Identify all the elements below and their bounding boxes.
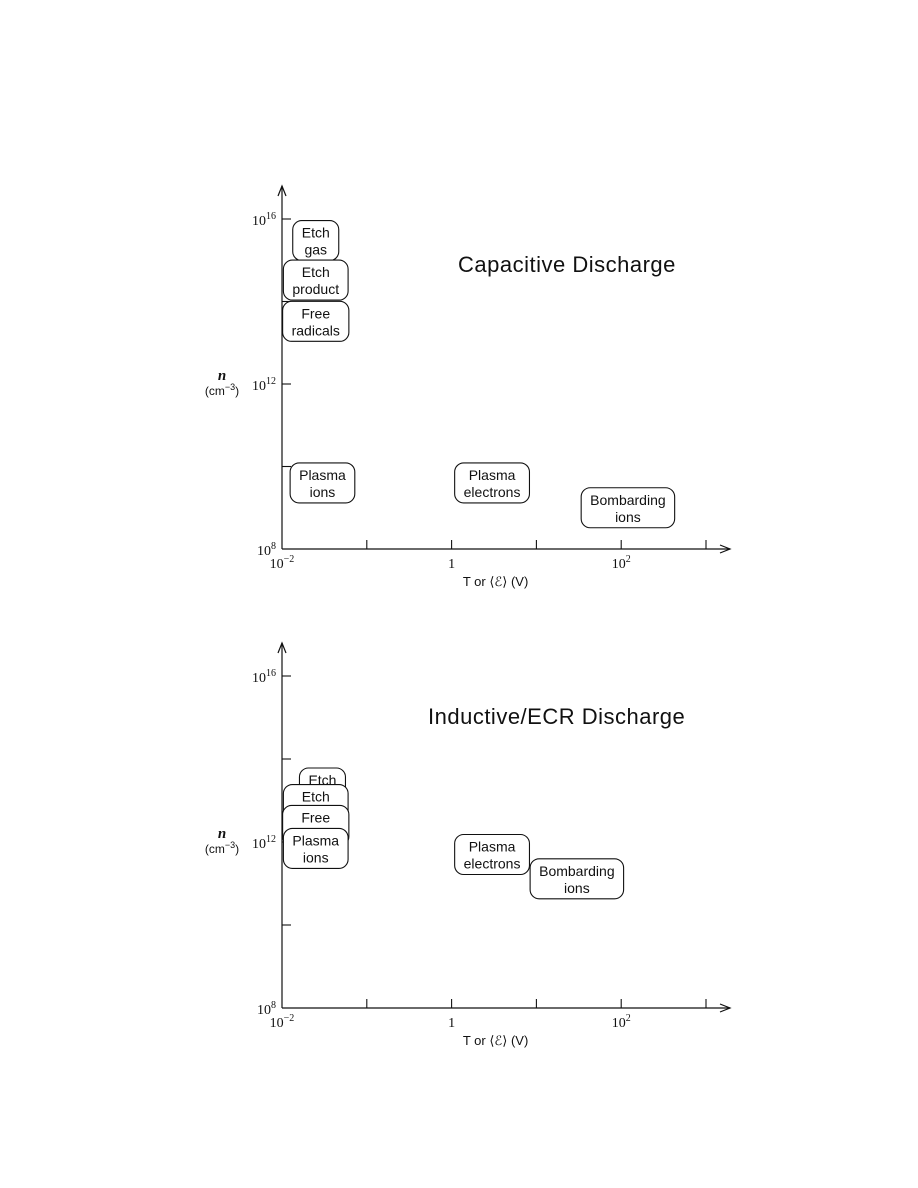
species-label: Plasma [292, 832, 339, 848]
y-axis-label-symbol: n [218, 826, 226, 842]
x-tick-label: 1 [448, 1016, 455, 1031]
species-box-outline [529, 858, 625, 900]
species-label: Plasma [469, 467, 516, 483]
y-axis-label-unit: (cm−3) [205, 382, 239, 398]
y-tick-label: 108 [257, 1000, 276, 1018]
species-label: ions [564, 880, 590, 896]
x-tick-label: 102 [612, 1013, 631, 1031]
species-label: product [292, 281, 339, 297]
capacitive-discharge-panel: 10−2 1 102 108 1012 1016 n(cm−3) T or ⟨ℰ⟩ (V) Ca… [205, 184, 732, 589]
y-tick-label: 1012 [252, 376, 276, 394]
species-box-outline [282, 300, 350, 342]
species-label: ions [615, 509, 641, 525]
x-axis-arrow [719, 544, 732, 554]
y-axis-label-unit: (cm−3) [205, 840, 239, 856]
species-label: Bombarding [590, 492, 666, 508]
inductive-discharge-panel: 10−2 1 102 108 1012 1016 n(cm−3) T or ⟨ℰ⟩ (V) In… [205, 641, 732, 1048]
x-tick-label: 10−2 [270, 554, 295, 572]
y-tick-label: 1012 [252, 834, 276, 852]
species-label: Bombarding [539, 863, 615, 879]
species-label: Plasma [299, 467, 346, 483]
species-label: gas [304, 242, 327, 258]
y-tick-label: 108 [257, 541, 276, 559]
y-axis-arrow [277, 184, 287, 197]
species-label: Plasma [469, 838, 516, 854]
y-axis-arrow [277, 641, 287, 654]
species-label: Etch [302, 225, 330, 241]
x-tick-label: 1 [448, 557, 455, 572]
species-box-outline [282, 259, 349, 301]
x-tick-label: 102 [612, 554, 631, 572]
x-axis-label: T or ⟨ℰ⟩ (V) [463, 1033, 528, 1048]
species-box-outline [282, 827, 349, 869]
species-box-outline [580, 487, 676, 529]
y-axis-label-symbol: n [218, 368, 226, 384]
chart-title: Capacitive Discharge [458, 252, 676, 277]
species-box-outline [289, 462, 356, 504]
species-label: ions [310, 484, 336, 500]
species-label: radicals [292, 322, 340, 338]
y-tick-label: 1016 [252, 668, 276, 686]
chart-title: Inductive/ECR Discharge [428, 704, 685, 729]
y-tick-label: 1016 [252, 211, 276, 229]
x-axis-label: T or ⟨ℰ⟩ (V) [463, 574, 528, 589]
species-label: Free [301, 809, 330, 825]
species-box-outline [454, 833, 531, 876]
species-label: Etch [302, 789, 330, 805]
species-label: electrons [464, 855, 521, 871]
species-label: ions [303, 849, 329, 865]
species-label: Free [301, 305, 330, 321]
species-label: electrons [464, 484, 521, 500]
species-label: Etch [302, 264, 330, 280]
x-axis-arrow [719, 1003, 732, 1013]
species-box-outline [454, 462, 531, 504]
x-tick-label: 10−2 [270, 1013, 295, 1031]
